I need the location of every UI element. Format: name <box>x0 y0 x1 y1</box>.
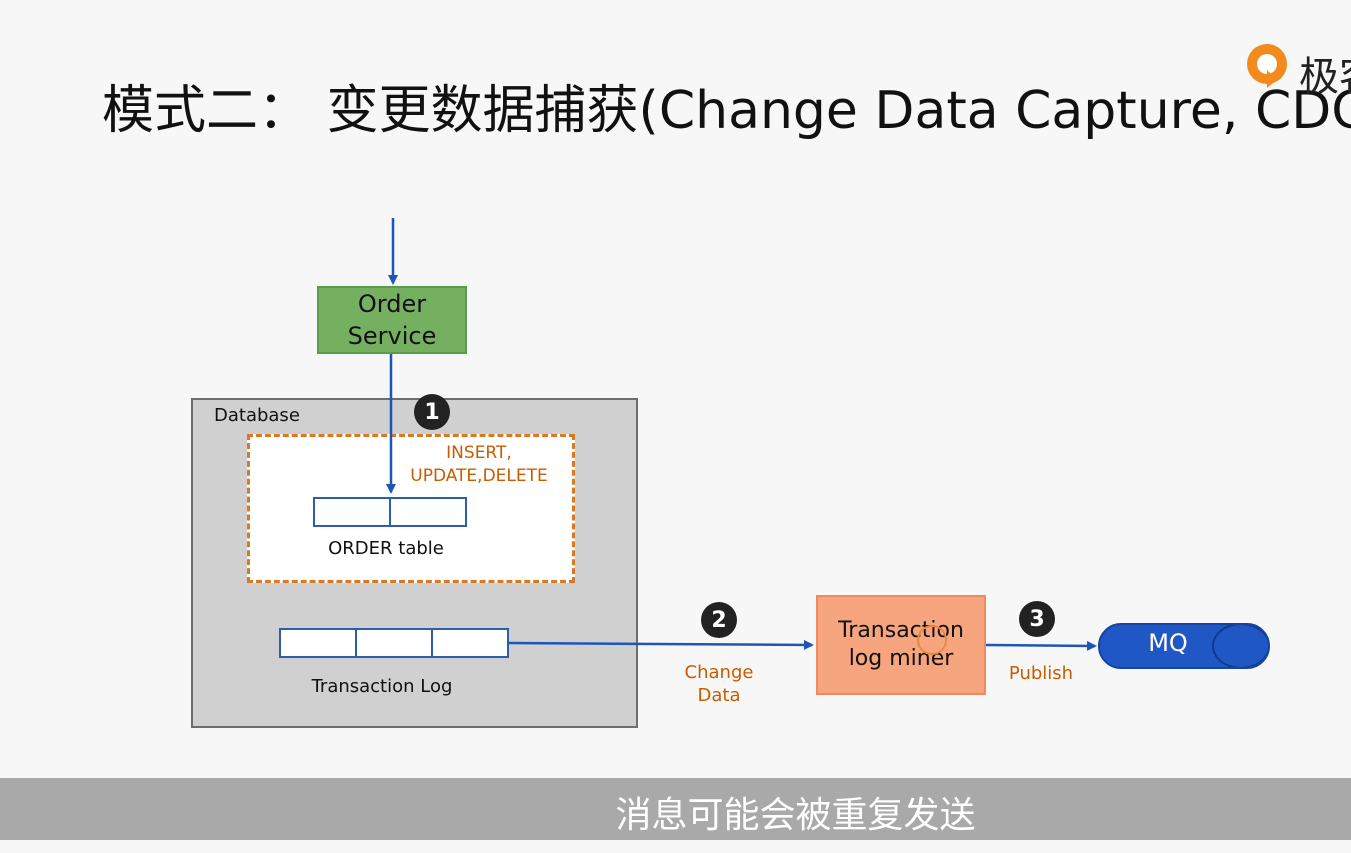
operations-line-1: INSERT, <box>446 443 512 463</box>
change-data-label: Change Data <box>672 661 766 707</box>
operations-label: INSERT, UPDATE,DELETE <box>398 442 560 488</box>
subtitle-bar <box>0 778 1351 840</box>
message-queue-cap <box>1212 625 1268 667</box>
miner-line-2: log miner <box>848 646 954 671</box>
cursor-ring <box>917 625 947 655</box>
message-queue-label: MQ <box>1148 629 1188 657</box>
order-table-cell <box>315 499 391 525</box>
transaction-log-miner-box: Transaction log miner <box>816 595 986 695</box>
database-label: Database <box>214 405 300 426</box>
step-1-badge: 1 <box>414 394 450 430</box>
order-table-label: ORDER table <box>328 538 444 559</box>
publish-label: Publish <box>1008 663 1074 684</box>
order-service-line-2: Service <box>347 322 437 350</box>
brand-logo-icon <box>1247 44 1287 88</box>
video-subtitle: 消息可能会被重复发送 <box>615 795 976 836</box>
change-data-line-1: Change <box>684 662 754 683</box>
order-service-line-1: Order <box>357 290 427 318</box>
message-queue-shape <box>1098 623 1270 669</box>
brand-logo: 极客 <box>1243 40 1351 96</box>
order-table <box>313 497 467 527</box>
arrow-log-to-miner <box>508 639 814 650</box>
transaction-log-cell <box>357 630 433 656</box>
step-2-badge: 2 <box>701 602 737 638</box>
transaction-log-cell <box>281 630 357 656</box>
brand-logo-text: 极客 <box>1299 54 1351 96</box>
arrow-miner-to-mq <box>985 640 1097 651</box>
step-3-badge: 3 <box>1019 601 1055 637</box>
operations-line-2: UPDATE,DELETE <box>410 466 548 486</box>
transaction-log-label: Transaction Log <box>311 676 453 697</box>
change-data-line-2: Data <box>697 685 741 706</box>
transaction-log <box>279 628 509 658</box>
order-service-box: Order Service <box>317 286 467 354</box>
page-title: 模式二： 变更数据捕获(Change Data Capture, CDC) <box>102 81 1351 141</box>
